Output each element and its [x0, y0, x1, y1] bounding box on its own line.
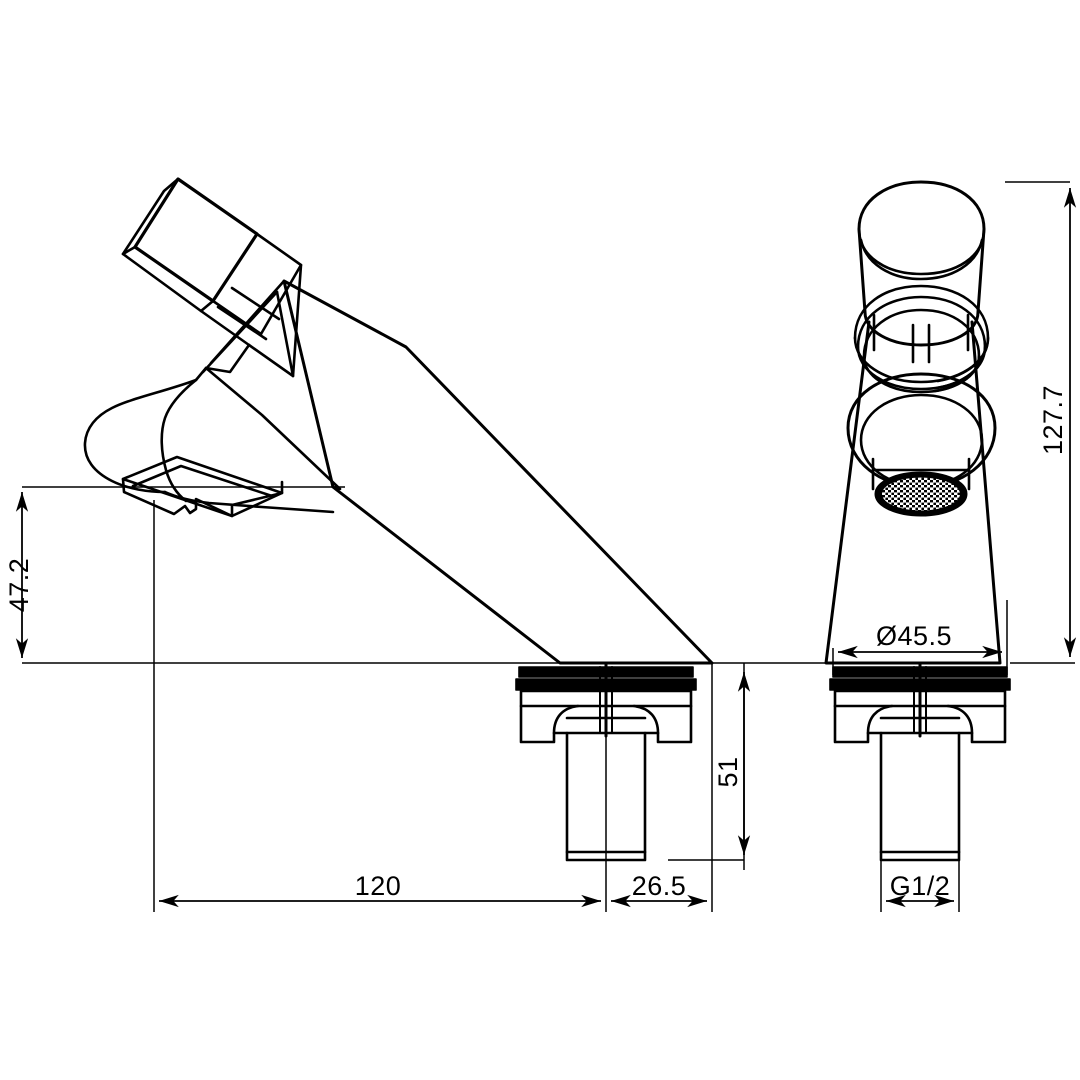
dimension-labels: 47.2 120 26.5 51 Ø45.5 127.7 G1/2	[4, 385, 1068, 901]
dimension-label-spout-height: 47.2	[4, 558, 34, 613]
dimension-label-thread-size: G1/2	[890, 871, 951, 901]
front-view-geometry	[824, 180, 1002, 665]
dimension-extension-lines	[22, 181, 1075, 912]
dimension-lines	[15, 188, 1077, 908]
front-view-shank	[829, 662, 1011, 862]
dimension-label-spout-reach: 120	[355, 871, 402, 901]
side-view-geometry	[83, 177, 714, 862]
dimension-label-shank-length: 51	[713, 756, 743, 787]
dimension-label-body-diameter: Ø45.5	[876, 621, 952, 651]
dimension-label-overall-height: 127.7	[1038, 385, 1068, 455]
aerator-mesh-texture	[876, 473, 966, 515]
dimension-label-shank-offset: 26.5	[632, 871, 687, 901]
